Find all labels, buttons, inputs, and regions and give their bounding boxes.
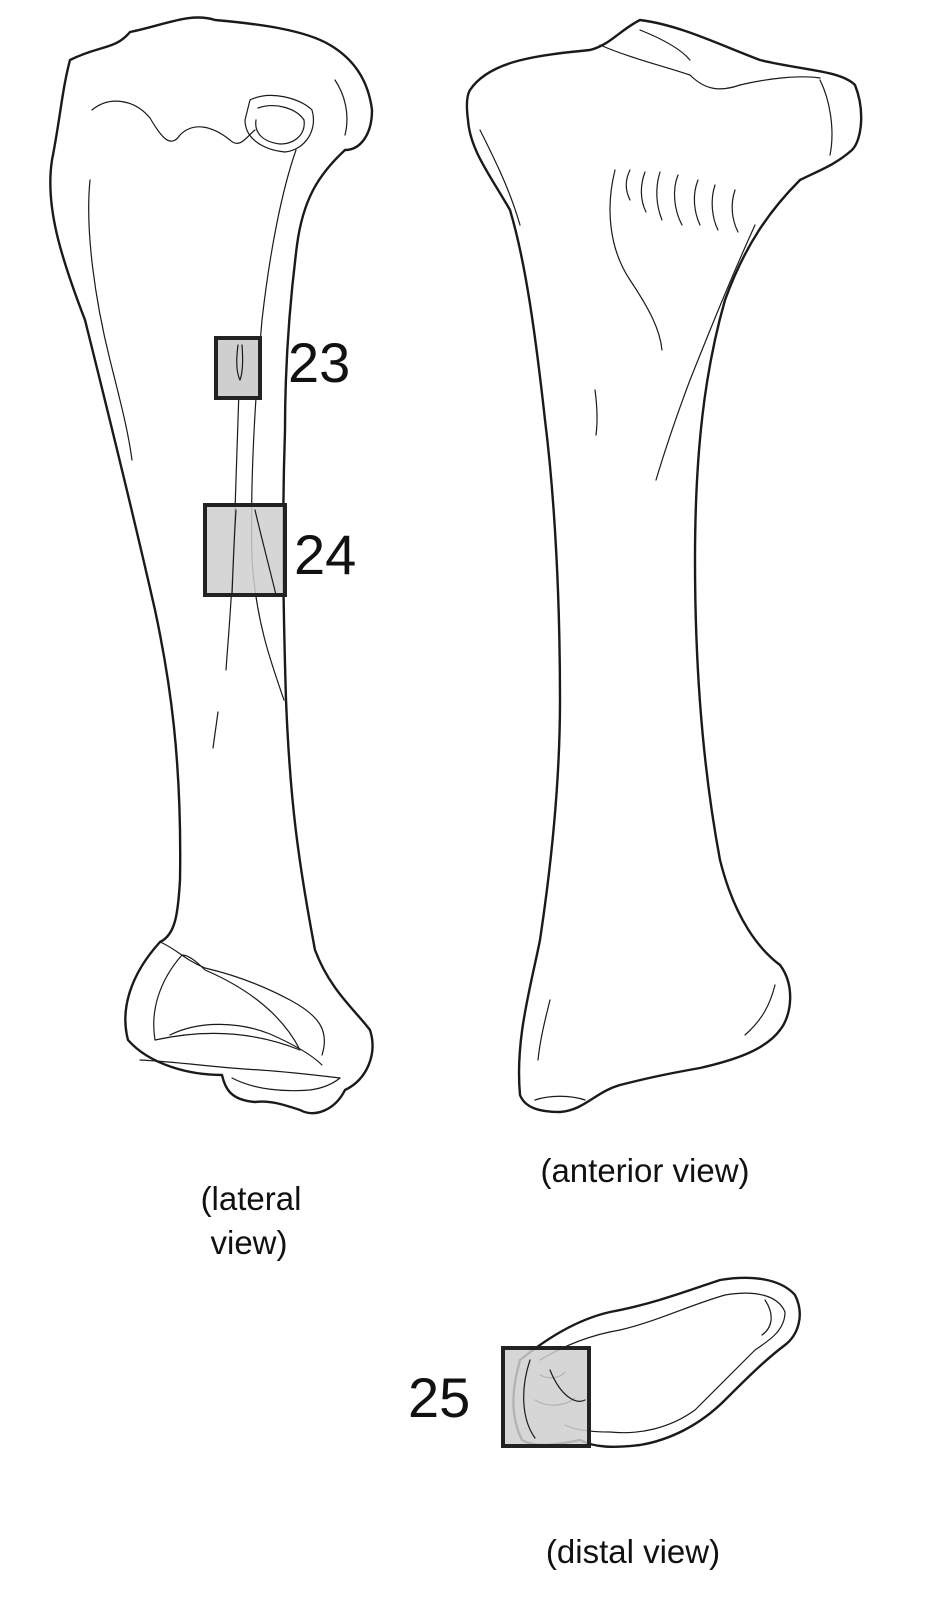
anterior-scar-3 [656, 171, 663, 221]
anterior-diagonal-crest [655, 224, 756, 481]
anterior-scar-7 [731, 189, 739, 233]
anterior-view-bone [465, 18, 863, 1114]
lateral-condyle-base [139, 1059, 341, 1079]
lateral-shaft-short-line [212, 711, 219, 749]
lateral-condyle-fossa [153, 954, 301, 1051]
box-23-inner-line [236, 344, 244, 381]
anterior-scar-1 [625, 169, 631, 201]
sample-box-25 [501, 1346, 591, 1448]
lateral-proximal-line [334, 79, 348, 136]
lateral-foramen-inner [255, 105, 305, 145]
anterior-distal-right [744, 984, 776, 1036]
lateral-condyle-inner [169, 1023, 323, 1066]
anterior-scar-5 [693, 179, 701, 226]
box-25-inner-line-2 [549, 1369, 586, 1402]
lateral-condyle-bottom [231, 1077, 341, 1092]
anterior-proximal-left [479, 129, 521, 226]
anterior-bone-outline [465, 18, 863, 1114]
lateral-shaft-crest [250, 149, 297, 701]
lateral-condyle-outer [159, 941, 326, 1056]
anterior-head-ridge [599, 44, 821, 90]
anterior-head-notch [639, 29, 691, 61]
anterior-scar-6 [711, 184, 719, 231]
anterior-scar-4 [673, 174, 683, 226]
label-24: 24 [294, 523, 356, 586]
caption-distal: (distal view) [546, 1533, 720, 1570]
caption-lateral-line1: (lateral [201, 1180, 302, 1217]
anterior-shaft-line [594, 389, 598, 436]
distal-inner-rim [539, 1292, 786, 1434]
anterior-proximal-right [819, 79, 833, 156]
anterior-distal-base [534, 1095, 586, 1101]
box-24-inner-line-1 [231, 509, 237, 596]
label-25: 25 [408, 1366, 470, 1429]
box-24-inner-line-2 [254, 509, 277, 596]
anterior-scar-2 [640, 171, 647, 213]
box-25-inner-line-1 [523, 1359, 536, 1439]
label-23: 23 [288, 331, 350, 394]
sample-box-24 [203, 503, 287, 597]
lateral-shaft-left-line [88, 179, 133, 461]
caption-anterior: (anterior view) [540, 1152, 749, 1189]
anterior-distal-left [537, 999, 551, 1061]
anterior-ridge-left [609, 169, 663, 351]
lateral-head-ridge [91, 100, 256, 144]
lateral-foramen [244, 94, 314, 153]
caption-lateral-line2: view) [210, 1224, 287, 1261]
distal-inner-notch [761, 1299, 772, 1336]
